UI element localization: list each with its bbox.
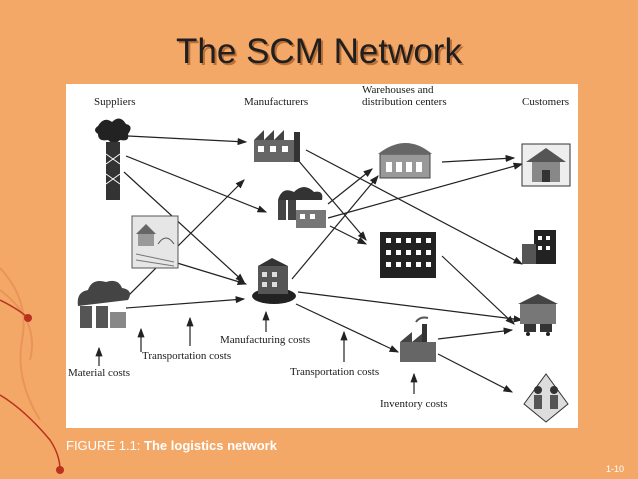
manufacturer-factory-icon	[254, 130, 300, 162]
flow-arrow	[127, 135, 248, 146]
decor-dot	[24, 314, 32, 322]
transportation-costs-label-1: Transportation costs	[142, 350, 232, 362]
manufacturers-label: Manufacturers	[244, 96, 309, 108]
distribution-center-icon	[380, 232, 436, 278]
flow-arrow	[441, 255, 515, 325]
manufacturing-costs-label: Manufacturing costs	[220, 334, 311, 346]
suppliers-label: Suppliers	[94, 96, 136, 108]
flow-arrow	[437, 327, 514, 340]
flow-arrow	[327, 162, 524, 219]
flow-arrow	[297, 291, 524, 323]
customer-shop-icon	[518, 294, 558, 336]
warehouses-label: Warehouses and distribution centers	[362, 84, 447, 108]
warehouse-icon	[378, 143, 432, 179]
inventory-factory-icon	[400, 316, 436, 362]
supplier-mine-icon	[95, 118, 131, 200]
caption-prefix: FIGURE 1.1:	[66, 438, 141, 453]
flow-arrow	[305, 149, 524, 265]
supplier-farm-icon	[131, 215, 179, 269]
manufacturer-plant-icon	[252, 258, 296, 304]
flow-arrow	[125, 179, 245, 299]
flow-arrow	[437, 353, 514, 393]
caption-text: The logistics network	[144, 438, 277, 453]
transportation-costs-label-2: Transportation costs	[290, 366, 380, 378]
slide-title: The SCM Network	[176, 32, 462, 71]
customers-label: Customers	[522, 96, 570, 108]
customer-family-icon	[523, 373, 569, 423]
customer-house-icon	[521, 143, 571, 187]
flow-arrow	[441, 154, 516, 163]
supplier-plant-icon	[77, 280, 130, 328]
flow-arrow	[125, 296, 246, 309]
flow-arrow	[329, 225, 368, 245]
flow-arrow	[125, 155, 268, 213]
flow-arrow	[327, 168, 373, 205]
customer-building-icon	[522, 230, 556, 264]
flow-arrow	[123, 171, 245, 283]
figure-caption: FIGURE 1.1: The logistics network	[66, 438, 277, 453]
inventory-costs-label: Inventory costs	[380, 398, 448, 410]
flow-arrow	[291, 175, 379, 280]
logistics-network-figure: Suppliers Manufacturers Warehouses and d…	[66, 84, 578, 428]
flow-arrow	[295, 303, 400, 353]
network-diagram	[77, 118, 571, 423]
decor-dot	[56, 466, 64, 474]
page-number: 1-10	[606, 464, 625, 474]
cost-arrows	[95, 310, 418, 394]
material-costs-label: Material costs	[68, 367, 131, 379]
manufacturer-smokestack-icon	[278, 187, 326, 228]
